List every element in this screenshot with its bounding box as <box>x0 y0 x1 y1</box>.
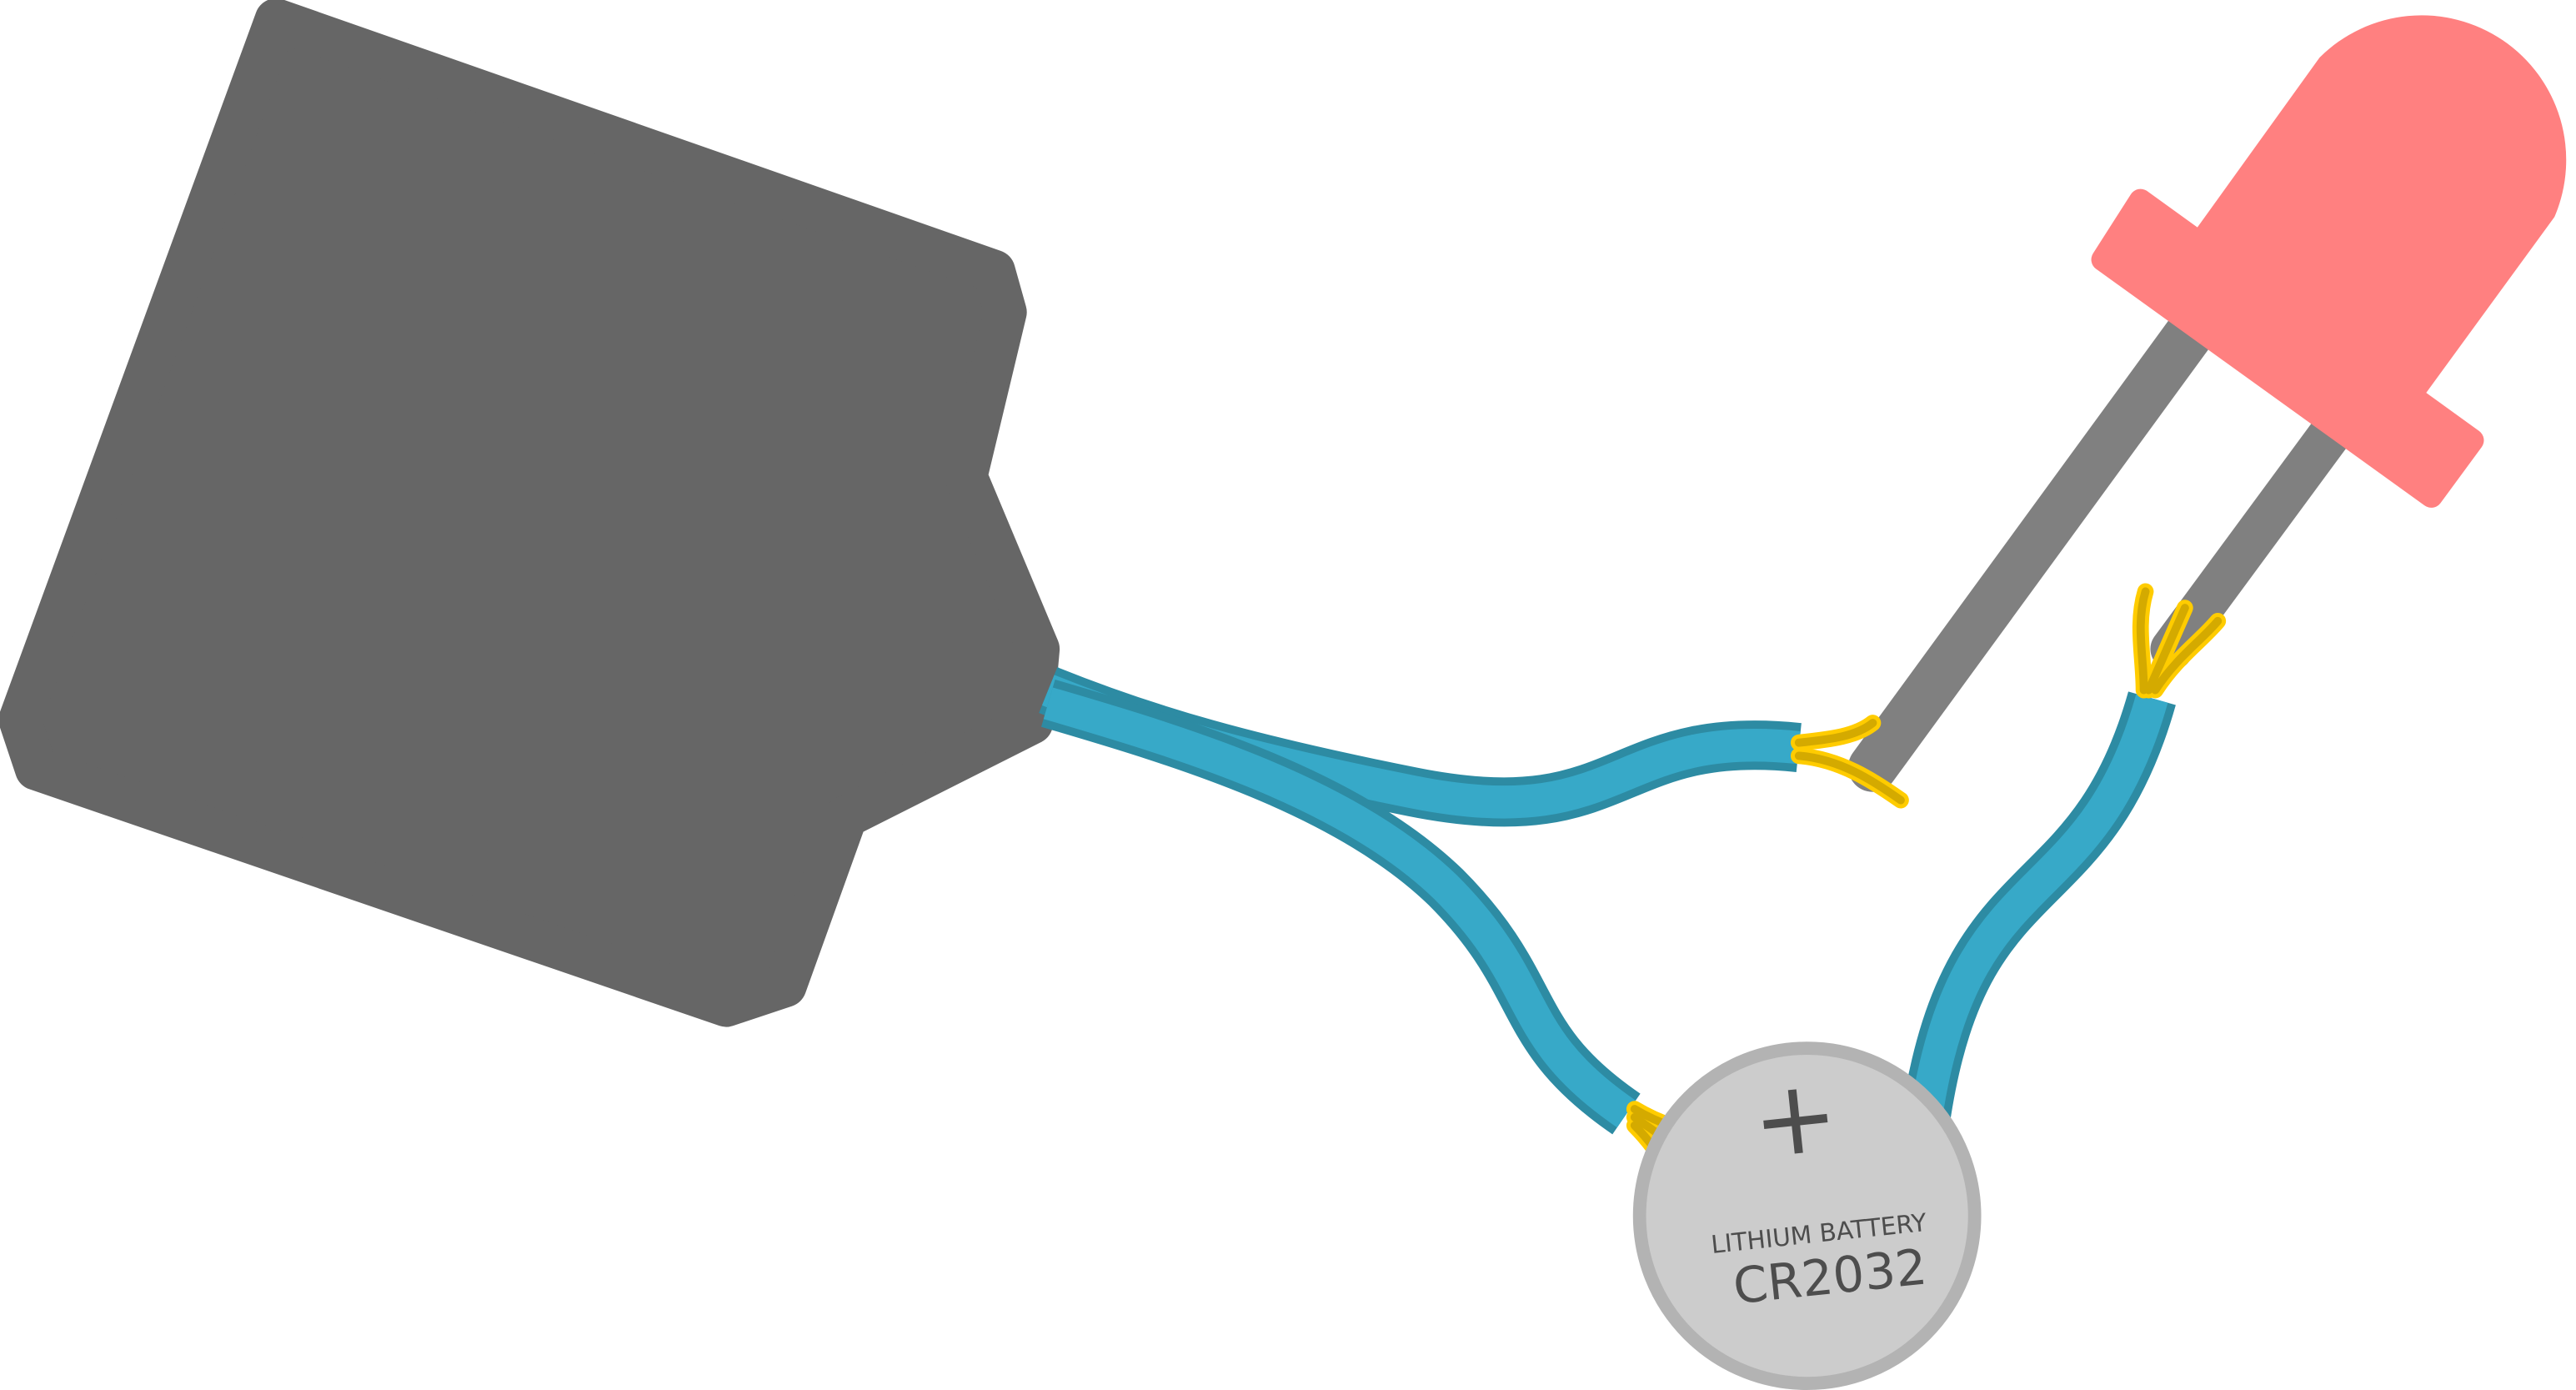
conductive-pad <box>0 0 1060 1027</box>
led-legs <box>1847 304 2354 792</box>
led <box>2091 15 2567 508</box>
wire-pad-to-battery <box>1041 679 1641 1135</box>
polarity-symbol: + <box>1747 1055 1844 1182</box>
wire-battery-to-led <box>1901 691 2176 1125</box>
coin-battery: + LITHIUM BATTERY CR2032 <box>1632 1041 1982 1390</box>
